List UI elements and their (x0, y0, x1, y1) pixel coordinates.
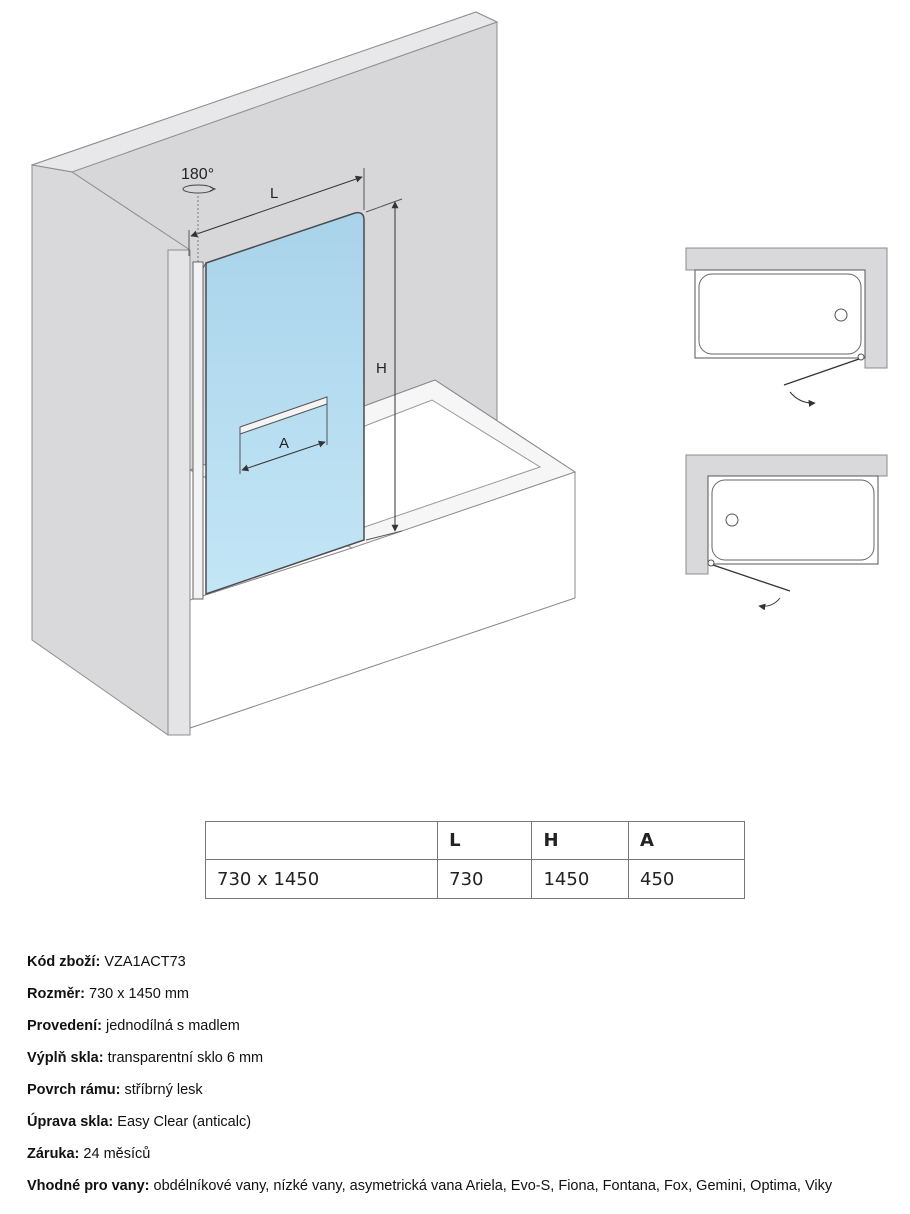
table-header-cell: L (437, 821, 533, 860)
spec-label: Úprava skla: (27, 1114, 114, 1130)
product-technical-drawing: A L H 180° (30, 11, 888, 736)
table-cell-h: 1450 (531, 859, 629, 899)
spec-value: 24 měsíců (83, 1146, 151, 1162)
dimensions-table: L H A 730 x 1450 730 1450 450 (204, 821, 745, 899)
table-cell-l: 730 (437, 859, 533, 899)
dimension-h: H (365, 198, 403, 541)
wall-profile (192, 261, 204, 600)
spec-item: Rozměr: 730 x 1450 mm (27, 984, 897, 1016)
spec-item: Vhodné pro vany: obdélníkové vany, nízké… (27, 1176, 897, 1208)
glass-panel (202, 211, 365, 596)
spec-item: Povrch rámu: stříbrný lesk (27, 1080, 897, 1112)
spec-value: obdélníkové vany, nízké vany, asymetrick… (153, 1178, 833, 1194)
spec-label: Povrch rámu: (27, 1082, 121, 1098)
spec-value: 730 x 1450 mm (89, 986, 189, 1002)
table-cell-a: 450 (628, 859, 745, 899)
spec-item: Výplň skla: transparentní sklo 6 mm (27, 1048, 897, 1080)
plan-view-left-hinge (685, 454, 888, 611)
spec-item: Provedení: jednodílná s madlem (27, 1016, 897, 1048)
spec-item: Úprava skla: Easy Clear (anticalc) (27, 1112, 897, 1144)
table-cell-size: 730 x 1450 (204, 859, 439, 899)
rotation-indicator: 180° (181, 166, 217, 262)
spec-label: Vhodné pro vany: (27, 1178, 150, 1194)
spec-label: Výplň skla: (27, 1050, 104, 1066)
rotation-label: 180° (181, 166, 214, 183)
dim-l-label: L (270, 185, 278, 202)
spec-value: jednodílná s madlem (105, 1018, 240, 1034)
spec-value: VZA1ACT73 (104, 954, 186, 970)
spec-item: Záruka: 24 měsíců (27, 1144, 897, 1176)
table-header-cell: A (628, 821, 745, 860)
dim-a-label: A (279, 435, 289, 452)
table-header-row: L H A (204, 821, 745, 860)
spec-label: Záruka: (27, 1146, 80, 1162)
table-row: 730 x 1450 730 1450 450 (204, 859, 745, 899)
table-header-cell: H (531, 821, 629, 860)
side-wall (31, 164, 191, 736)
table-header-cell (204, 821, 439, 860)
spec-value: stříbrný lesk (124, 1082, 203, 1098)
spec-label: Rozměr: (27, 986, 86, 1002)
spec-value: Easy Clear (anticalc) (117, 1114, 252, 1130)
spec-item: Kód zboží: VZA1ACT73 (27, 952, 897, 984)
dimension-l: L (188, 168, 365, 256)
dim-h-label: H (376, 360, 387, 377)
spec-label: Kód zboží: (27, 954, 101, 970)
spec-list: Kód zboží: VZA1ACT73 Rozměr: 730 x 1450 … (27, 952, 897, 1208)
plan-view-right-hinge (685, 247, 888, 407)
spec-label: Provedení: (27, 1018, 102, 1034)
spec-value: transparentní sklo 6 mm (107, 1050, 264, 1066)
handle: A (239, 396, 328, 474)
